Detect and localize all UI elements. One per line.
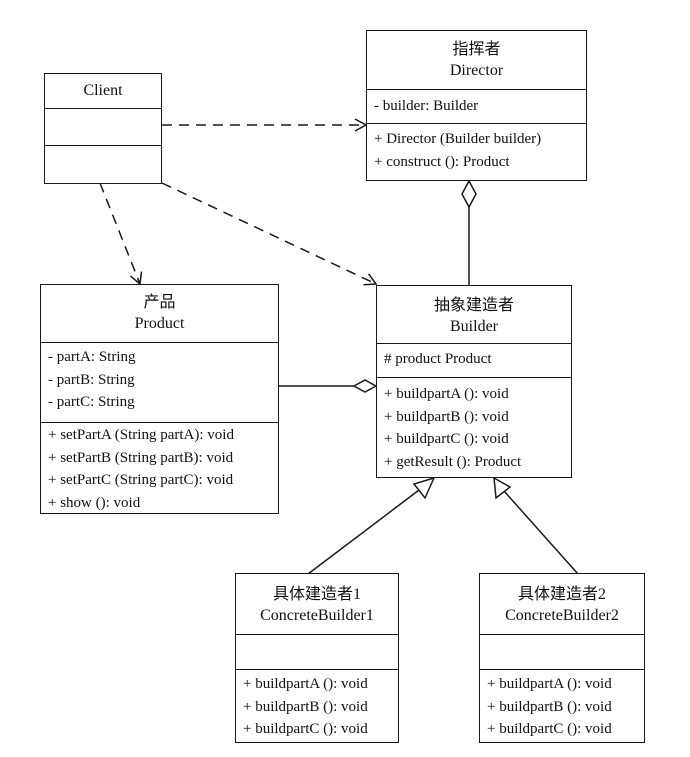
cb1-cn-name: 具体建造者1	[272, 586, 361, 603]
product-attr: - partA: String	[48, 349, 136, 365]
aggregation-director-diamond	[461, 179, 477, 209]
client-class[interactable]: Client	[44, 73, 162, 184]
cb1-name: ConcreteBuilder1	[260, 607, 374, 624]
director-name: Director	[449, 62, 504, 79]
builder-name: Builder	[450, 318, 498, 335]
client-methods-section	[45, 145, 161, 182]
concrete-builder-1-class[interactable]: 具体建造者1 ConcreteBuilder1 + buildpartA ():…	[235, 573, 399, 743]
director-method: + Director (Builder builder)	[374, 131, 542, 147]
product-attr: - partC: String	[48, 394, 135, 410]
generalization-cb1-line	[307, 486, 424, 575]
product-method: + setPartB (String partB): void	[48, 449, 234, 466]
cb2-method: + buildpartB (): void	[487, 698, 612, 715]
dependency-client-builder	[161, 182, 378, 286]
cb1-name-section: 具体建造者1 ConcreteBuilder1	[236, 574, 398, 634]
client-name-section: Client	[45, 74, 161, 108]
client-attributes-section	[45, 108, 161, 145]
product-cn-name: 产品	[143, 294, 176, 311]
builder-class[interactable]: 抽象建造者 Builder # product Product + buildp…	[376, 285, 572, 478]
builder-cn-name: 抽象建造者	[433, 297, 514, 314]
cb2-method: + buildpartC (): void	[487, 721, 612, 737]
cb1-method: + buildpartA (): void	[243, 676, 368, 692]
director-class[interactable]: 指挥者 Director - builder: Builder + Direct…	[366, 30, 587, 181]
product-attr: - partB: String	[48, 371, 135, 388]
builder-methods-section: + buildpartA (): void + buildpartB (): v…	[377, 377, 571, 476]
product-class[interactable]: 产品 Product - partA: String - partB: Stri…	[40, 284, 279, 514]
builder-name-section: 抽象建造者 Builder	[377, 286, 571, 343]
cb2-name: ConcreteBuilder2	[505, 607, 619, 624]
builder-attr: # product Product	[384, 351, 492, 367]
product-attributes-section: - partA: String - partB: String - partC:…	[41, 342, 278, 422]
builder-method: + buildpartB (): void	[384, 408, 509, 425]
director-methods-section: + Director (Builder builder) + construct…	[367, 123, 586, 179]
product-method: + setPartA (String partA): void	[48, 427, 234, 443]
cb1-methods-section: + buildpartA (): void + buildpartB (): v…	[236, 669, 398, 741]
concrete-builder-2-class[interactable]: 具体建造者2 ConcreteBuilder2 + buildpartA ():…	[479, 573, 645, 743]
director-method: + construct (): Product	[374, 153, 510, 170]
aggregation-builder-diamond	[352, 379, 378, 393]
builder-method: + getResult (): Product	[384, 453, 522, 470]
product-name-section: 产品 Product	[41, 285, 278, 342]
cb1-method: + buildpartC (): void	[243, 721, 368, 737]
director-attr: - builder: Builder	[374, 98, 479, 114]
builder-method: + buildpartC (): void	[384, 431, 509, 447]
cb1-method: + buildpartB (): void	[243, 698, 368, 715]
generalization-cb2-line	[503, 490, 579, 575]
director-attributes-section: - builder: Builder	[367, 89, 586, 123]
client-name: Client	[83, 82, 123, 99]
director-name-section: 指挥者 Director	[367, 31, 586, 89]
cb2-cn-name: 具体建造者2	[517, 586, 606, 603]
cb2-method: + buildpartA (): void	[487, 676, 612, 692]
product-method: + show (): void	[48, 494, 141, 511]
product-method: + setPartC (String partC): void	[48, 472, 234, 488]
product-name: Product	[134, 315, 185, 332]
cb2-name-section: 具体建造者2 ConcreteBuilder2	[480, 574, 644, 634]
product-methods-section: + setPartA (String partA): void + setPar…	[41, 422, 278, 512]
generalization-cb2-arrowhead	[493, 476, 512, 500]
builder-method: + buildpartA (): void	[384, 386, 509, 402]
builder-attributes-section: # product Product	[377, 343, 571, 377]
cb2-methods-section: + buildpartA (): void + buildpartB (): v…	[480, 669, 644, 741]
generalization-cb1-arrowhead	[412, 476, 436, 500]
director-cn-name: 指挥者	[452, 41, 501, 58]
cb1-attributes-section	[236, 634, 398, 669]
cb2-attributes-section	[480, 634, 644, 669]
dependency-client-product	[99, 182, 143, 286]
